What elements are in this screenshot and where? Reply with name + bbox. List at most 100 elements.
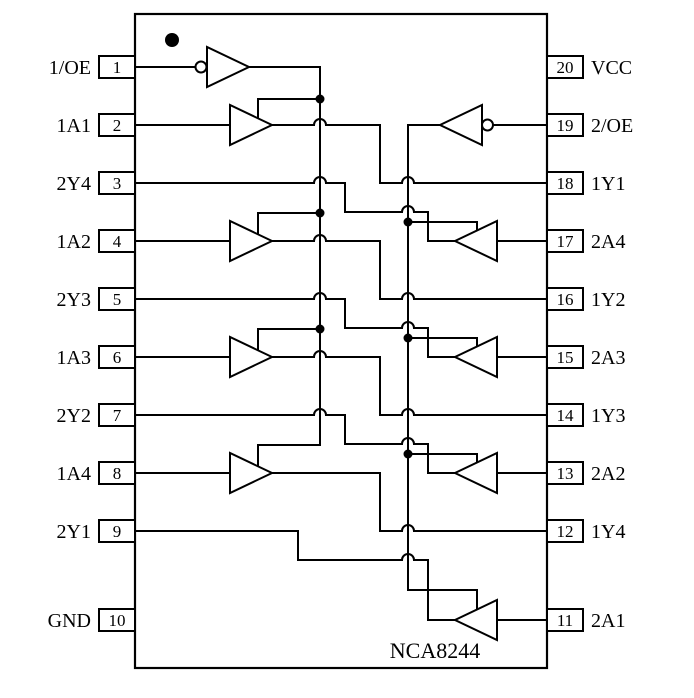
pin-number: 16: [557, 290, 574, 309]
pin-11: 11 2A1: [546, 608, 625, 632]
pin-number: 18: [557, 174, 574, 193]
pin-label: 2Y3: [57, 289, 91, 311]
pin-number: 2: [113, 116, 122, 135]
pin-label: 2Y1: [57, 521, 91, 543]
pin-12: 12 1Y4: [546, 519, 625, 543]
pin-4: 4 1A2: [57, 229, 136, 253]
pin-label: 2Y2: [57, 405, 91, 427]
pin-10: 10 GND: [48, 608, 136, 632]
pin-box: [98, 287, 136, 311]
chip-title: NCA8244: [390, 638, 480, 663]
pin-number: 12: [557, 522, 574, 541]
pin-number: 3: [113, 174, 122, 193]
inverter-2oe: [437, 103, 483, 147]
pin-label: VCC: [591, 57, 632, 79]
pin-3: 3 2Y4: [57, 171, 136, 195]
pin-box: [98, 461, 136, 485]
pin-label: 2Y4: [57, 173, 91, 195]
buffer-1a3: [229, 335, 275, 379]
pin-box: [546, 171, 584, 195]
pin-label: 2/OE: [591, 115, 633, 137]
enable-tap-1a3: [257, 328, 320, 352]
pin-box: [98, 113, 136, 137]
junction-dot: [315, 94, 325, 104]
pin-box: [98, 519, 136, 543]
pin-number: 4: [113, 232, 122, 251]
pin-box: [98, 345, 136, 369]
pin-1: 1 1/OE: [49, 55, 136, 79]
pin-number: 20: [557, 58, 574, 77]
pin-5: 5 2Y3: [57, 287, 136, 311]
pin-6: 6 1A3: [57, 345, 136, 369]
junction-dot: [403, 217, 413, 227]
pin-box: [98, 171, 136, 195]
pin-label: GND: [48, 610, 91, 632]
net-1a3-to-1y3: [272, 350, 547, 416]
net-1a2-to-1y2: [272, 234, 547, 300]
buffer-1a4: [229, 451, 275, 495]
pin-box: [546, 461, 584, 485]
enable-tap-1a1: [257, 98, 320, 120]
enable-tap-2a3: [408, 337, 478, 349]
buffer-2a3: [452, 335, 498, 379]
junctions: [315, 94, 413, 459]
pin-label: 1Y1: [591, 173, 625, 195]
buffer-2a4: [452, 219, 498, 263]
pin-number: 15: [557, 348, 574, 367]
buffer-1a2: [229, 219, 275, 263]
buffer-2a1: [452, 598, 498, 642]
pin-label: 1/OE: [49, 57, 91, 79]
inverter-1oe: [206, 45, 252, 89]
pin-label: 2A4: [591, 231, 625, 253]
pin-box: [98, 55, 136, 79]
pin-number: 8: [113, 464, 122, 483]
net-2a4-to-2y4: [135, 176, 455, 242]
pin1-indicator-dot: [165, 33, 179, 47]
pin-box: [546, 608, 584, 632]
net-2a1-to-2y1: [135, 530, 455, 621]
enable-trunk-2oe: [407, 124, 478, 612]
net-1a4-to-1y4: [272, 472, 547, 532]
pin-number: 19: [557, 116, 574, 135]
pin-label: 1Y3: [591, 405, 625, 427]
pin-20: 20 VCC: [546, 55, 632, 79]
enable-tap-2a2: [408, 453, 478, 465]
pin-box: [98, 403, 136, 427]
pin-box: [546, 229, 584, 253]
pin-8: 8 1A4: [57, 461, 136, 485]
pin-number: 14: [557, 406, 575, 425]
pin-box: [546, 113, 584, 137]
pin-16: 16 1Y2: [546, 287, 625, 311]
inverter-bubble-1oe: [194, 60, 208, 74]
pin-number: 1: [113, 58, 122, 77]
pin-number: 9: [113, 522, 122, 541]
enable-tap-1a2: [257, 212, 320, 236]
pin-13: 13 2A2: [546, 461, 625, 485]
pin-label: 2A3: [591, 347, 625, 369]
buffer-2a2: [452, 451, 498, 495]
pin-9: 9 2Y1: [57, 519, 136, 543]
buffer-1a1: [229, 103, 275, 147]
wires: [135, 66, 547, 621]
pin-label: 1A2: [57, 231, 91, 253]
net-2a2-to-2y2: [135, 408, 455, 474]
pin-label: 1A1: [57, 115, 91, 137]
enable-tap-2a4: [408, 221, 478, 233]
net-1a1-to-1y1: [272, 118, 547, 184]
pin-box: [546, 287, 584, 311]
chip-body: [133, 12, 549, 670]
pin-box: [546, 345, 584, 369]
gates: [194, 45, 498, 642]
pin-17: 17 2A4: [546, 229, 625, 253]
pin-label: 2A2: [591, 463, 625, 485]
pin-box: [98, 229, 136, 253]
pin-box: [546, 55, 584, 79]
inverter-bubble-2oe: [481, 118, 494, 132]
junction-dot: [315, 324, 325, 334]
pin-box: [98, 608, 136, 632]
pin-number: 6: [113, 348, 122, 367]
junction-dot: [403, 449, 413, 459]
pin-number: 11: [557, 611, 573, 630]
